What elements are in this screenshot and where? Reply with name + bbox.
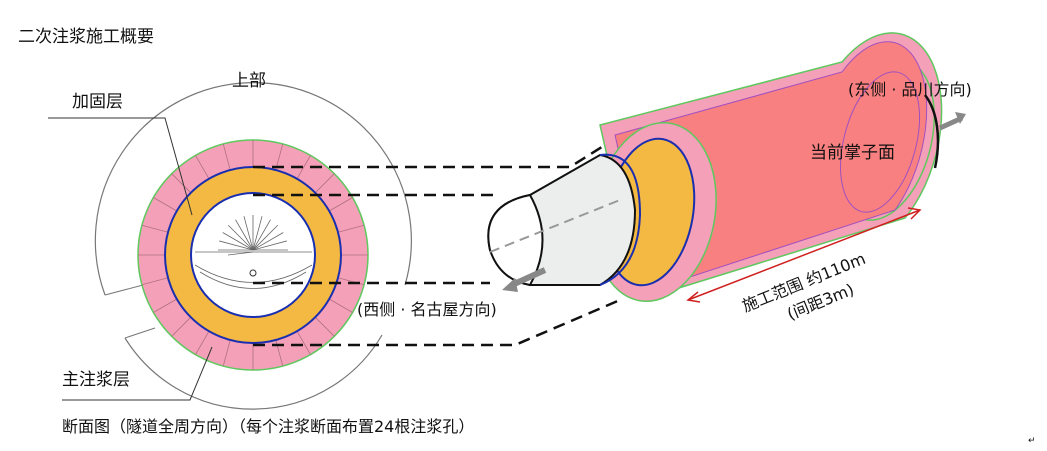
reinforce-layer-label: 加固层 <box>72 92 123 112</box>
grouted-end <box>840 71 920 213</box>
west-arrow-head-icon <box>502 278 518 292</box>
range-arrow-right-icon <box>907 207 922 220</box>
current-face-label: 当前掌子面 <box>810 143 895 163</box>
tunnel-lining <box>190 192 316 318</box>
bolt-line <box>252 219 271 251</box>
arc-tick <box>124 327 156 339</box>
arc-tick <box>104 284 144 296</box>
upper-range-arc <box>94 82 412 296</box>
bolt-line <box>243 216 254 251</box>
west-direction-label: (西侧 · 名古屋方向) <box>357 300 497 319</box>
range-dimension-line <box>687 209 921 301</box>
east-arrow-head-icon <box>955 112 966 124</box>
bolt-line <box>252 232 284 251</box>
bolt-line <box>219 240 254 251</box>
projection-lines <box>253 143 621 347</box>
diagram-title: 二次注浆施工概要 <box>18 27 154 47</box>
bolt-line <box>235 219 254 251</box>
top-label: 上部 <box>232 71 266 91</box>
main-grout-layer-label: 主注浆层 <box>62 370 130 390</box>
tunnel-3d: (西侧 · 名古屋方向) (东侧 · 品川方向) 当前掌子面 施工范围 约110… <box>357 32 972 324</box>
cross-section: 上部 加固层 主注浆层 断面图（隧道全周方向）（每个注浆断面布置24根注浆孔） <box>48 71 474 436</box>
bolt-line <box>252 240 287 251</box>
drain-hole <box>249 269 257 277</box>
face-edge <box>924 94 940 169</box>
bolt-line <box>252 224 279 251</box>
paragraph-mark: ↵ <box>1028 436 1036 446</box>
tunnel-lining-edge <box>599 153 642 286</box>
bolt-line <box>222 232 254 251</box>
cross-section-caption: 断面图（隧道全周方向）（每个注浆断面布置24根注浆孔） <box>62 417 474 436</box>
reinforce-leader-line <box>48 117 193 216</box>
bolt-line <box>227 224 254 251</box>
main-grout-leader-line <box>62 346 213 401</box>
lower-range-arc <box>124 334 383 410</box>
tunnel-portal <box>487 193 544 287</box>
range-arrow-left-icon <box>686 291 701 303</box>
tunnel-axis <box>489 199 621 253</box>
bolt-line <box>252 216 263 251</box>
east-direction-label: (东侧 · 品川方向) <box>848 80 972 99</box>
west-arrow-icon <box>510 267 547 288</box>
